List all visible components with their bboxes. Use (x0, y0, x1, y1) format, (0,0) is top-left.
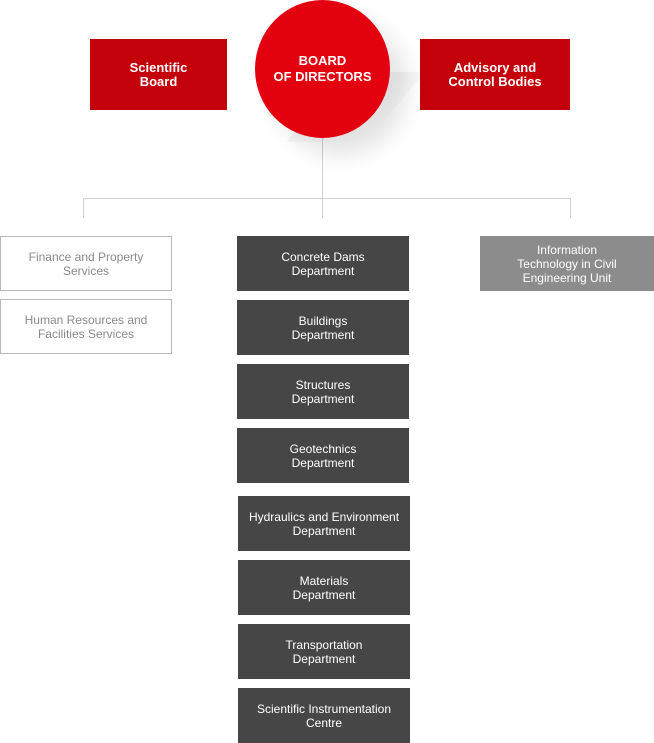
advisory-bodies-box[interactable]: Advisory and Control Bodies (420, 39, 570, 110)
structures-department-box[interactable]: Structures Department (237, 364, 409, 419)
scientific-board-box[interactable]: Scientific Board (90, 39, 227, 110)
department-label: Buildings Department (291, 313, 355, 342)
human-resources-services-box[interactable]: Human Resources and Facilities Services (0, 299, 172, 354)
board-of-directors-label: BOARD OF DIRECTORS (273, 53, 372, 84)
connector-right-drop (570, 198, 571, 218)
it-unit-label: Information Technology in Civil Engineer… (517, 242, 617, 285)
finance-property-services-box[interactable]: Finance and Property Services (0, 236, 172, 291)
department-label: Structures Department (291, 377, 355, 406)
materials-department-box[interactable]: Materials Department (238, 560, 410, 615)
transportation-department-box[interactable]: Transportation Department (238, 624, 410, 679)
hydraulics-environment-department-box[interactable]: Hydraulics and Environment Department (238, 496, 410, 551)
service-label: Finance and Property Services (28, 249, 144, 278)
board-of-directors-circle[interactable]: BOARD OF DIRECTORS (255, 0, 390, 138)
it-civil-engineering-unit-box[interactable]: Information Technology in Civil Engineer… (480, 236, 654, 291)
department-label: Materials Department (292, 573, 356, 602)
concrete-dams-department-box[interactable]: Concrete Dams Department (237, 236, 409, 291)
department-label: Concrete Dams Department (281, 249, 365, 278)
buildings-department-box[interactable]: Buildings Department (237, 300, 409, 355)
department-label: Transportation Department (285, 637, 363, 666)
connector-vertical-main (322, 138, 323, 218)
department-label: Geotechnics Department (289, 441, 357, 470)
connector-left-drop (83, 198, 84, 218)
scientific-board-label: Scientific Board (129, 59, 188, 89)
connector-horizontal (83, 198, 571, 199)
department-label: Scientific Instrumentation Centre (256, 701, 392, 730)
department-label: Hydraulics and Environment Department (248, 509, 400, 538)
geotechnics-department-box[interactable]: Geotechnics Department (237, 428, 409, 483)
advisory-bodies-label: Advisory and Control Bodies (448, 59, 542, 89)
service-label: Human Resources and Facilities Services (24, 312, 148, 341)
scientific-instrumentation-centre-box[interactable]: Scientific Instrumentation Centre (238, 688, 410, 743)
